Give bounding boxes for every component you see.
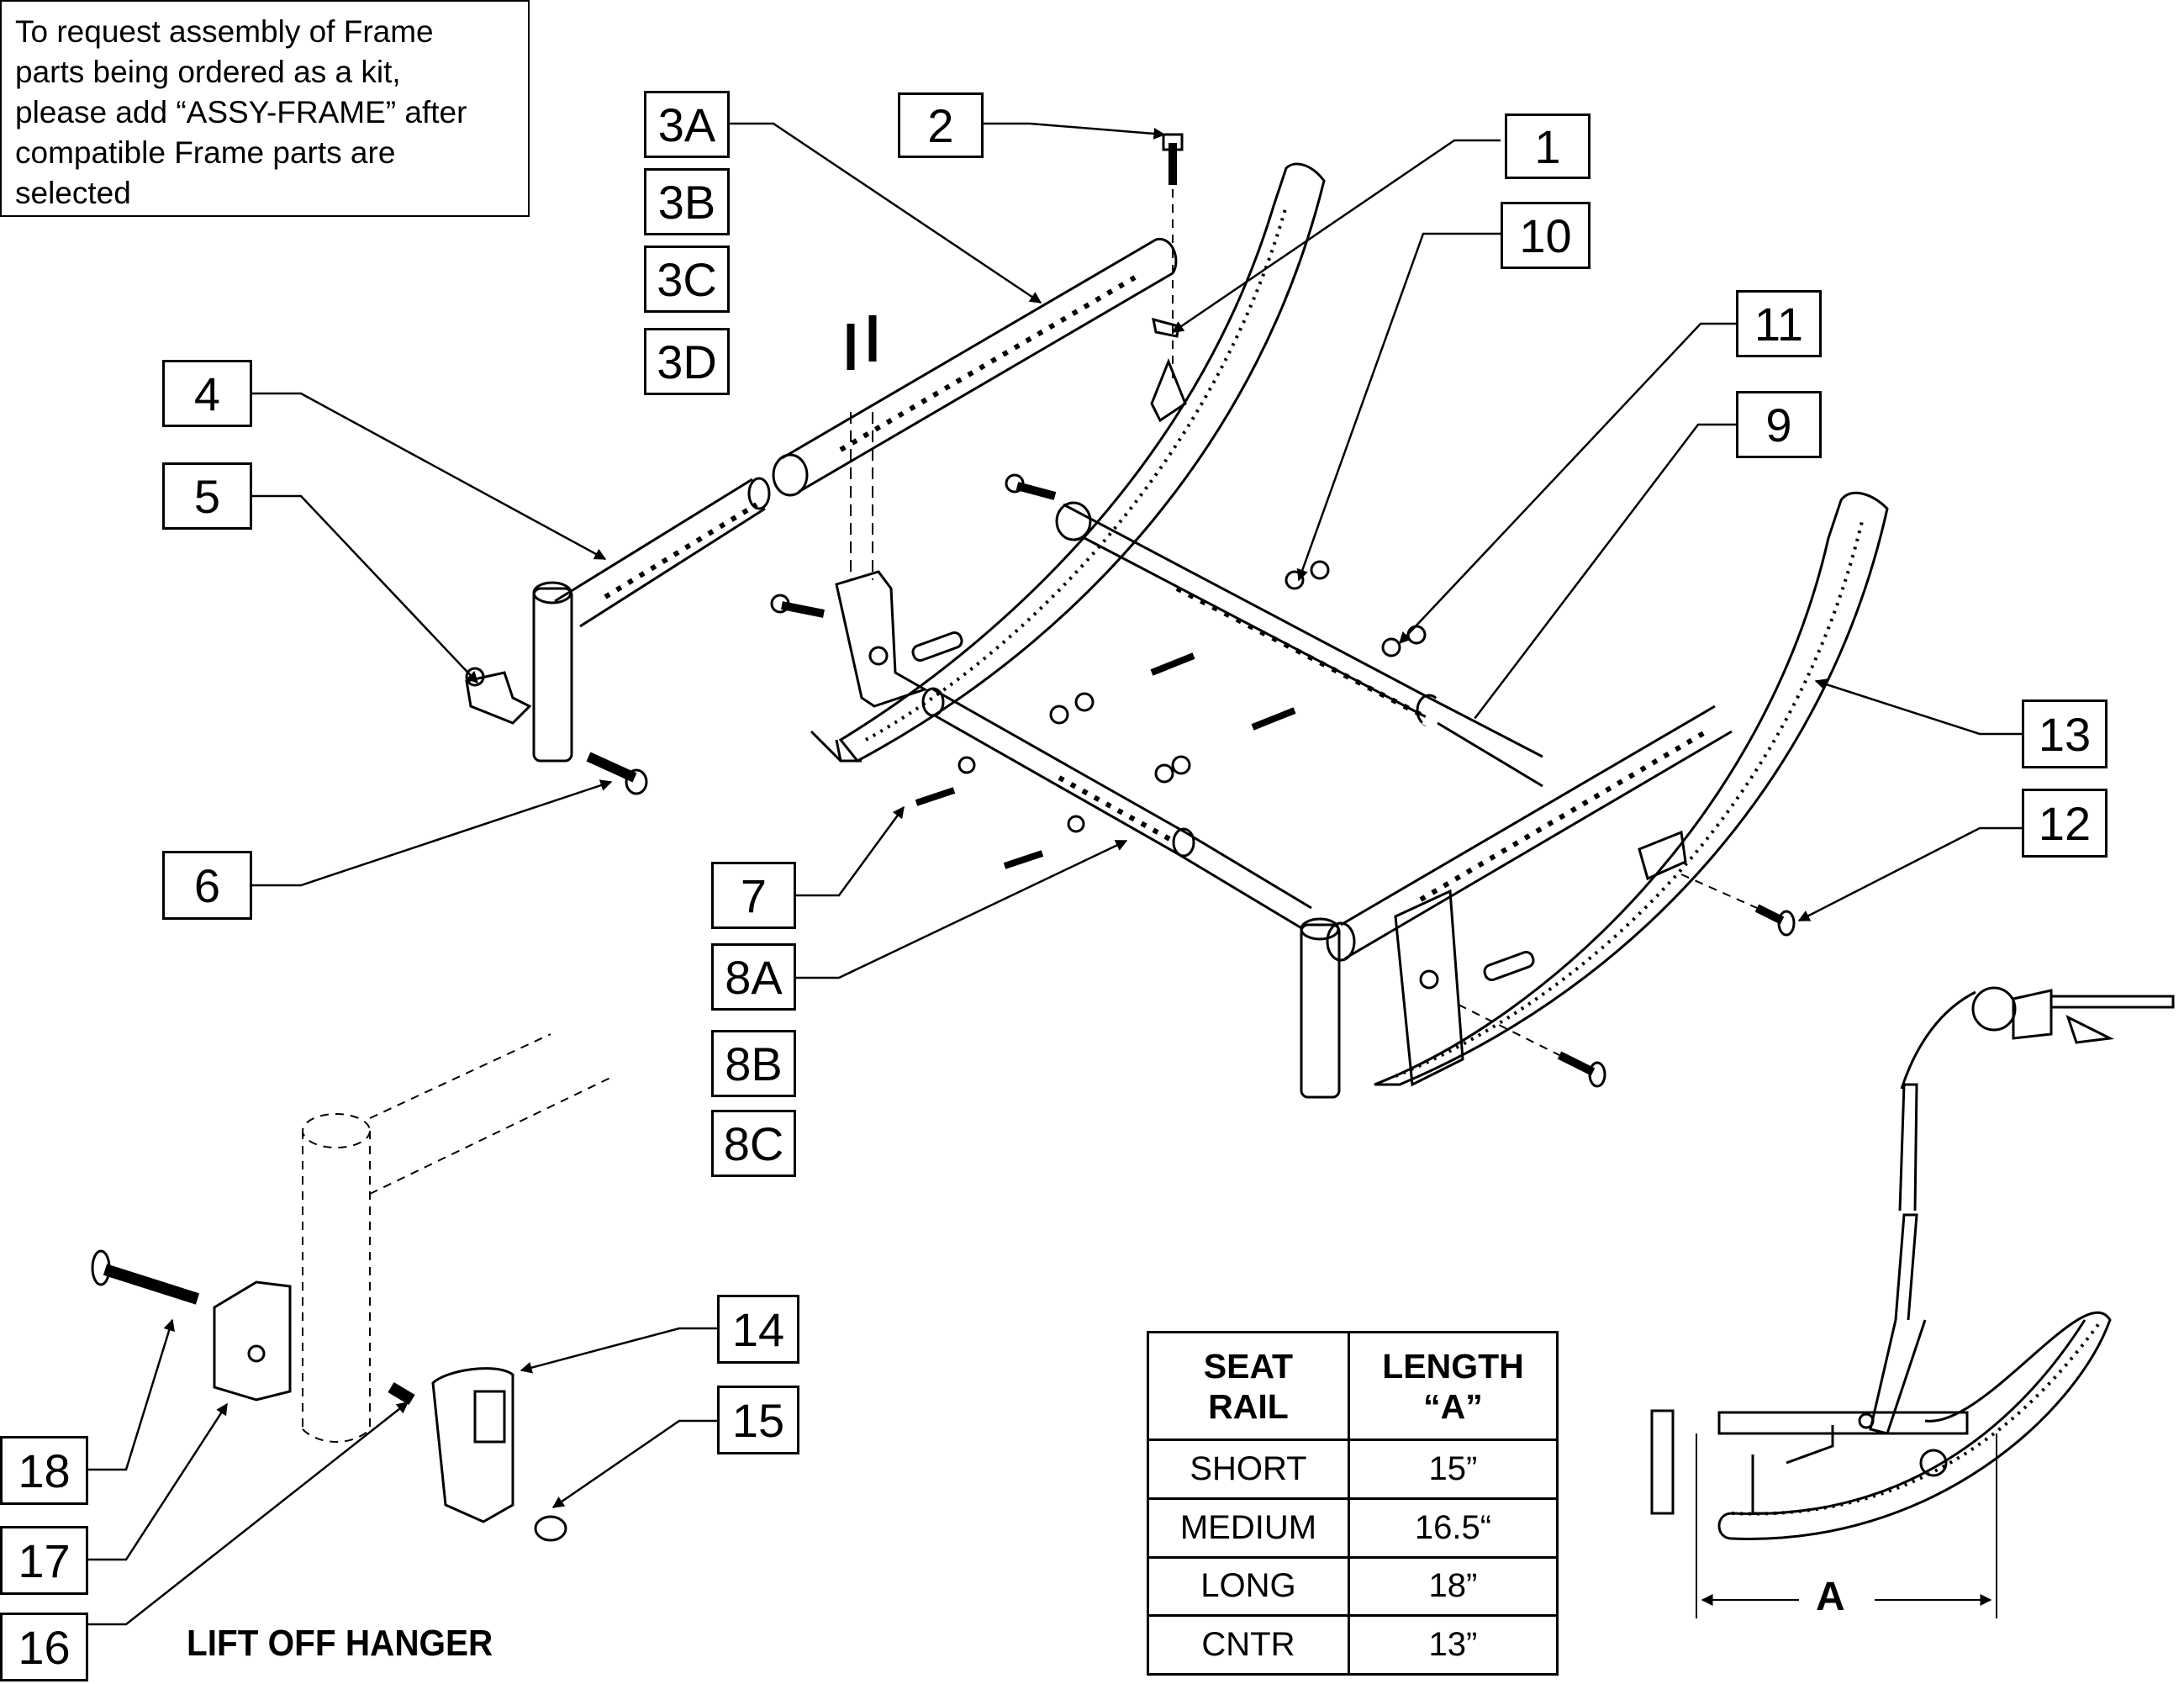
rail-cell: SHORT xyxy=(1147,1439,1350,1500)
crossbar-nuts xyxy=(957,560,1427,833)
right-seat-rail xyxy=(1374,491,1889,1086)
bolt-6 xyxy=(586,752,648,795)
tube-screws xyxy=(847,315,877,580)
callout-4: 4 xyxy=(162,360,252,427)
callout-8b: 8B xyxy=(711,1030,796,1097)
callout-14: 14 xyxy=(717,1295,799,1364)
leader-lines xyxy=(88,122,2022,1626)
callout-1: 1 xyxy=(1505,113,1591,179)
table-row: CNTR 13” xyxy=(1147,1614,1559,1676)
table-row: MEDIUM 16.5“ xyxy=(1147,1497,1559,1559)
callout-16: 16 xyxy=(0,1613,88,1681)
rail-cell: MEDIUM xyxy=(1147,1497,1350,1559)
callout-10: 10 xyxy=(1501,202,1591,269)
callout-8a: 8A xyxy=(711,943,796,1011)
dimension-a xyxy=(1696,1433,1997,1618)
callout-8c: 8C xyxy=(711,1110,796,1177)
stop-clamp-5 xyxy=(465,667,532,725)
lift-off-hanger-caption: LIFT OFF HANGER xyxy=(187,1623,493,1664)
note-line: compatible Frame parts are xyxy=(15,135,396,170)
side-view-frame xyxy=(1650,986,2175,1540)
table-row: SHORT 15” xyxy=(1147,1439,1559,1500)
callout-7: 7 xyxy=(711,862,796,929)
callout-9: 9 xyxy=(1736,391,1822,458)
lift-off-hanger xyxy=(91,1033,615,1542)
header-line: RAIL xyxy=(1208,1386,1289,1426)
extension-tube-4 xyxy=(532,477,771,763)
callout-18: 18 xyxy=(0,1436,88,1505)
header-line: LENGTH xyxy=(1382,1346,1524,1386)
length-cell: 13” xyxy=(1347,1614,1559,1676)
callout-6: 6 xyxy=(162,851,252,920)
dimension-a-label: A xyxy=(1816,1575,1845,1619)
length-cell: 15” xyxy=(1347,1439,1559,1500)
callout-17: 17 xyxy=(0,1526,88,1595)
left-seat-rail xyxy=(810,162,1326,763)
front-crossbar xyxy=(1005,473,1550,788)
table-row: LONG 18” xyxy=(1147,1555,1559,1618)
header-seat-rail: SEAT RAIL xyxy=(1147,1331,1350,1441)
right-side-tube xyxy=(1300,705,1733,1099)
rear-crossbar xyxy=(770,594,1312,931)
length-cell: 16.5“ xyxy=(1347,1497,1559,1559)
left-hanger-bracket xyxy=(835,357,1187,708)
note-line: To request assembly of Frame xyxy=(15,14,434,49)
callout-3b: 3B xyxy=(644,168,730,235)
camber-tube-3a xyxy=(772,238,1178,497)
rail-screws xyxy=(1458,874,1796,1088)
note-line: selected xyxy=(15,176,131,210)
header-line: “A” xyxy=(1423,1386,1483,1426)
note-line: parts being ordered as a kit, xyxy=(15,55,401,89)
callout-3d: 3D xyxy=(644,328,730,395)
note-line: please add “ASSY-FRAME” after xyxy=(15,95,467,129)
callout-13: 13 xyxy=(2022,699,2108,768)
callout-5: 5 xyxy=(162,462,252,530)
header-line: SEAT xyxy=(1203,1346,1294,1386)
callout-11: 11 xyxy=(1736,290,1822,357)
callout-12: 12 xyxy=(2022,789,2108,858)
callout-3c: 3C xyxy=(644,245,730,313)
header-length-a: LENGTH “A” xyxy=(1347,1331,1559,1441)
callout-3a: 3A xyxy=(644,91,730,158)
seat-rail-length-table: SEAT RAIL LENGTH “A” SHORT 15” MEDIUM 16… xyxy=(1147,1331,1559,1676)
rail-cell: CNTR xyxy=(1147,1614,1350,1676)
callout-15: 15 xyxy=(717,1386,799,1454)
length-cell: 18” xyxy=(1347,1555,1559,1618)
assembly-note: To request assembly of Frame parts being… xyxy=(0,0,530,217)
table-header-row: SEAT RAIL LENGTH “A” xyxy=(1147,1331,1559,1441)
screw-2 xyxy=(1152,133,1184,378)
rail-cell: LONG xyxy=(1147,1555,1350,1618)
callout-2: 2 xyxy=(898,92,984,158)
crossbar-hardware xyxy=(915,652,1296,869)
